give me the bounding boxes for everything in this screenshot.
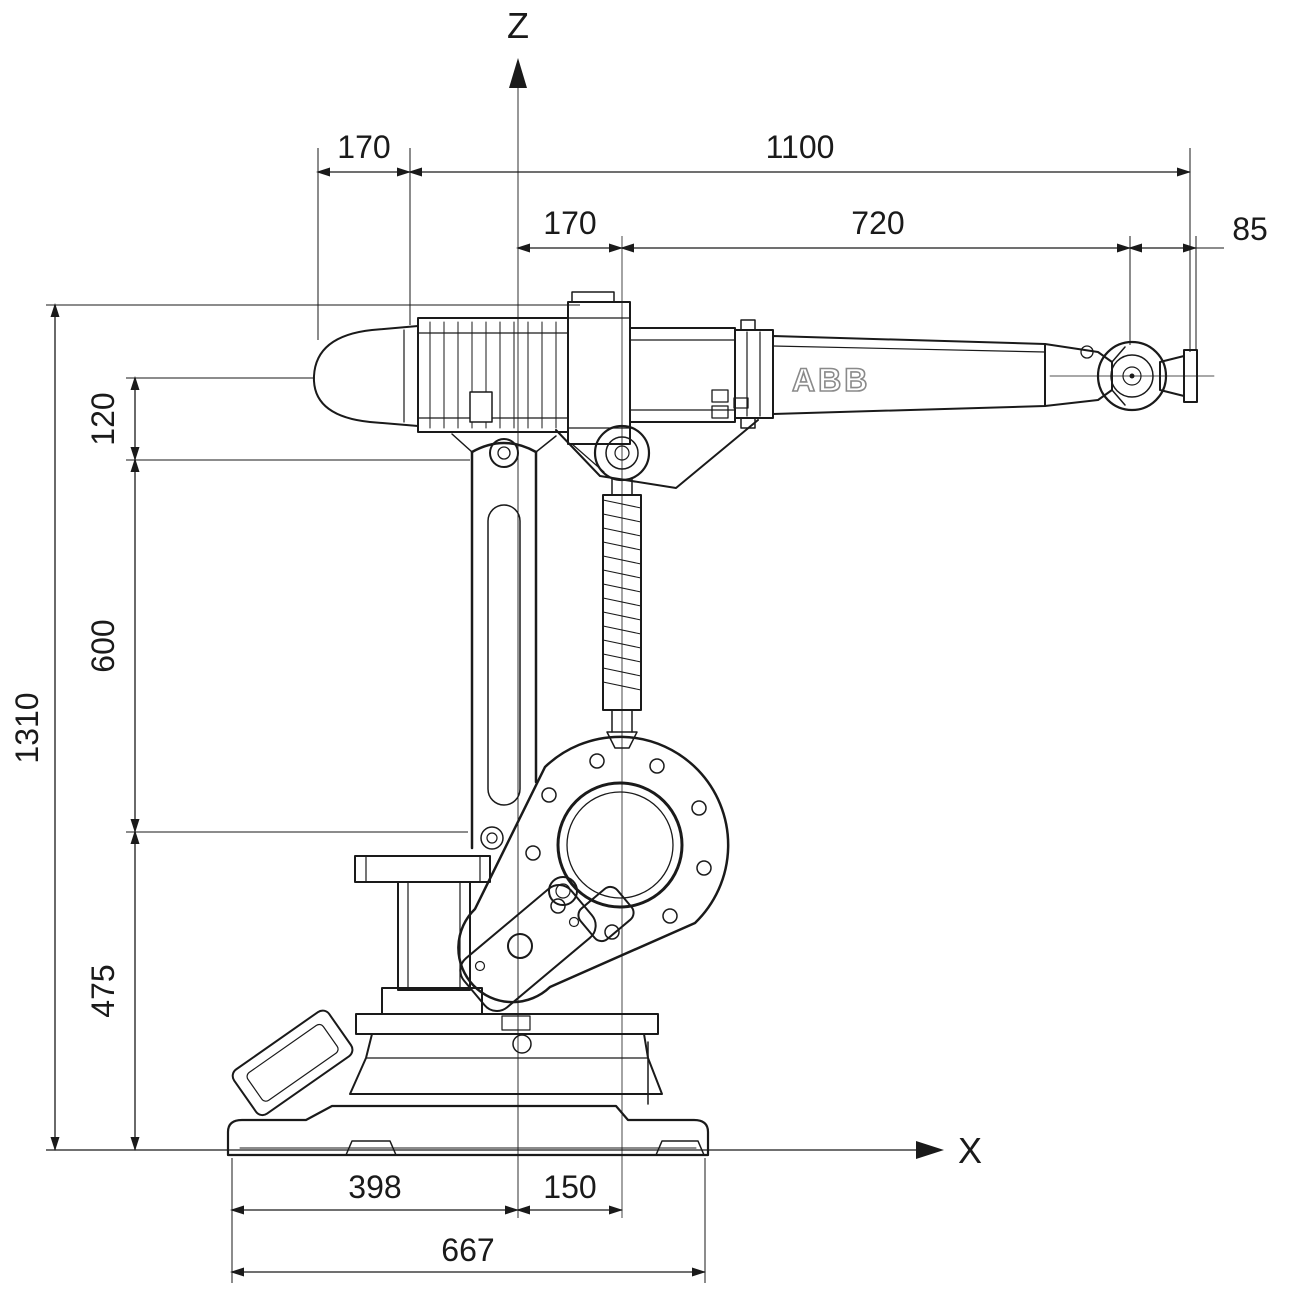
robot-outline [226,291,1215,1157]
upper-arm-gearbox [567,291,631,445]
upper-arm-motor-body [417,317,569,433]
axis2-gear-housing [457,735,730,1012]
upper-arm-motor-cap [312,325,419,427]
base-housing [231,1009,663,1117]
dim-value-mid-170: 170 [543,205,596,241]
dim-value-left-475: 475 [85,964,121,1017]
dim-value-mid-85: 85 [1232,211,1268,247]
x-axis-arrow-icon [916,1141,944,1159]
dim-value-left-1310: 1310 [9,692,45,763]
wrist-assembly [1044,340,1215,412]
dim-value-left-120: 120 [85,392,121,445]
base-plate [226,1104,710,1157]
dim-value-mid-720: 720 [851,205,904,241]
dim-value-bottom-398: 398 [348,1169,401,1205]
axis1-motor-block [354,855,491,1015]
coordinate-axes [46,58,944,1218]
lower-arm-column [451,433,557,850]
dim-value-bottom-667: 667 [441,1232,494,1268]
dim-value-top-170: 170 [337,129,390,165]
dimension-lines [46,148,1224,1283]
z-axis-label: Z [507,5,529,46]
z-axis-arrow-icon [509,58,527,88]
elbow-joint [555,419,759,489]
abb-brand-logo: ABB [792,362,870,398]
extension-lines [46,148,1224,1283]
x-axis-label: X [958,1130,982,1171]
dim-value-top-1100: 1100 [766,129,835,165]
dim-value-bottom-150: 150 [543,1169,596,1205]
dimension-arrow-lines [50,167,1197,1277]
dim-value-left-600: 600 [85,619,121,672]
